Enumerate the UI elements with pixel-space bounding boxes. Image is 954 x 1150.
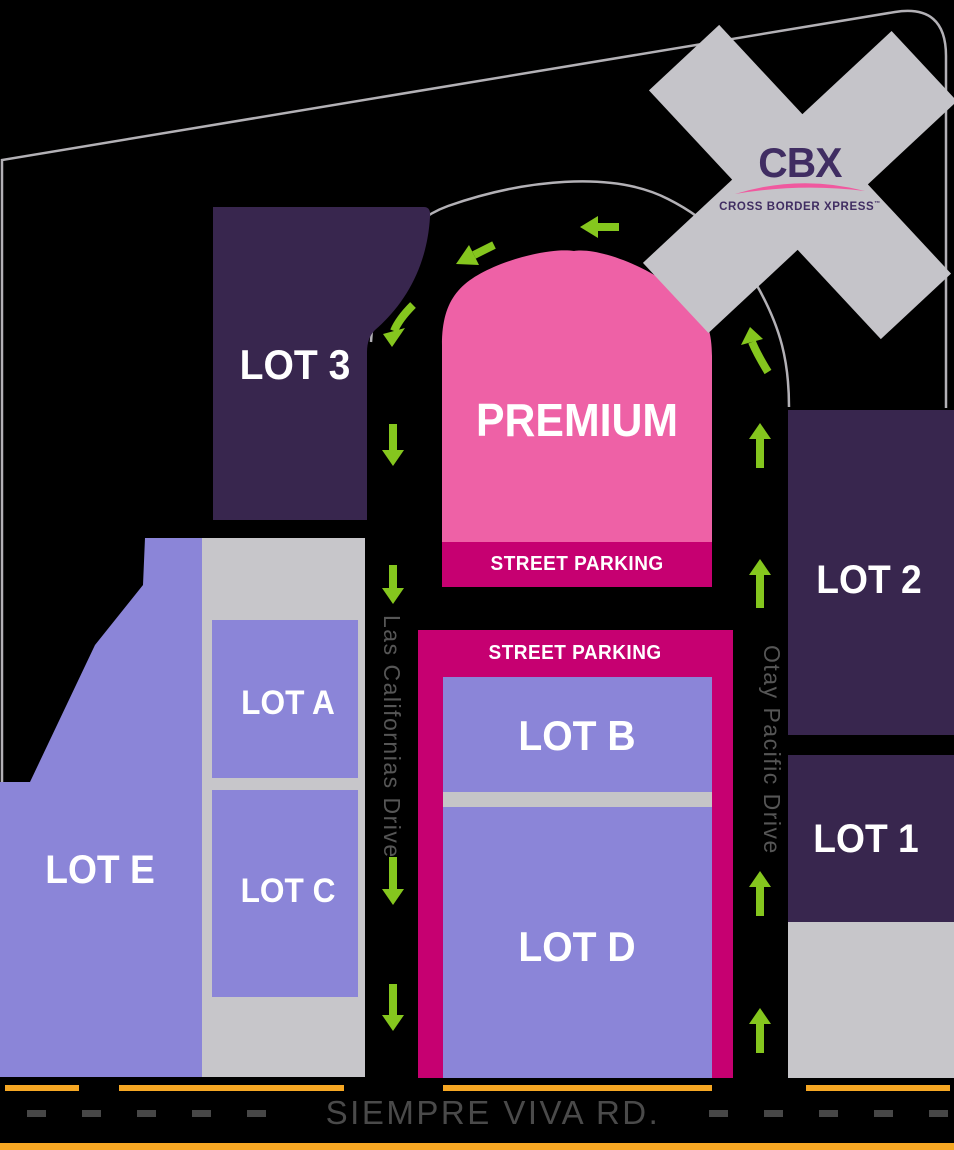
lot-1-label: LOT 1 <box>813 817 919 861</box>
lot-3-label: LOT 3 <box>239 341 351 388</box>
lot-bd-street-parking-band: STREET PARKING <box>418 630 733 677</box>
lot-c-shape <box>212 790 358 997</box>
lot-a-shape <box>212 620 358 778</box>
lot-bd-street-parking-label: STREET PARKING <box>488 642 663 664</box>
cbx-logo: CBX CROSS BORDER XPRESS™ <box>700 142 900 213</box>
lane-dashes-left <box>27 1110 266 1117</box>
lot-b-label: LOT B <box>518 712 636 759</box>
arrow-down-left-icon <box>472 241 496 259</box>
lot-bd-street-parking-box: STREET PARKING <box>418 630 733 1078</box>
lane-dash <box>874 1110 893 1117</box>
lane-dash <box>819 1110 838 1117</box>
lot-2-shape <box>788 410 954 735</box>
property-boundary-line <box>0 9 948 782</box>
cbx-logo-wordmark: CBX <box>758 139 842 186</box>
lot-b-shape <box>443 677 712 792</box>
cbx-logo-swoosh-icon <box>700 182 900 199</box>
road-label-otay-pacific: Otay Pacific Drive <box>759 645 785 855</box>
curb-line <box>443 1085 712 1091</box>
curb-line <box>119 1085 344 1091</box>
curb-line <box>806 1085 950 1091</box>
lane-dashes-right <box>709 1110 948 1117</box>
premium-street-parking-band: STREET PARKING <box>442 542 712 587</box>
lane-dash <box>137 1110 156 1117</box>
road-label-siempre-viva: SIEMPRE VIVA RD. <box>325 1094 661 1131</box>
arrow-shafts <box>389 223 772 1053</box>
lane-dash <box>27 1110 46 1117</box>
premium-lot-shape <box>442 250 712 542</box>
lot-e-shape <box>0 538 202 1077</box>
arrow-heads <box>382 216 771 1031</box>
trademark-symbol: ™ <box>874 201 881 207</box>
curb-line <box>5 1085 79 1091</box>
lane-dash <box>929 1110 948 1117</box>
lane-dash <box>709 1110 728 1117</box>
cbx-building-bar-2 <box>642 30 954 334</box>
lot-c-label: LOT C <box>240 872 336 910</box>
premium-label: PREMIUM <box>475 394 679 446</box>
lane-dash <box>192 1110 211 1117</box>
lot-d-label: LOT D <box>518 923 636 970</box>
lot-1-shape <box>788 755 954 922</box>
arrow-curve-down-icon <box>390 302 416 333</box>
arrow-curve-up-icon <box>748 340 772 375</box>
lane-dash <box>764 1110 783 1117</box>
lane-dash <box>82 1110 101 1117</box>
street-edge-line <box>0 1143 954 1150</box>
lot-e-label: LOT E <box>45 848 155 892</box>
lot-1-gray-pad <box>788 922 954 1078</box>
cbx-logo-tagline: CROSS BORDER XPRESS™ <box>719 200 881 213</box>
lot-bd-divider <box>443 792 712 807</box>
lot-2-label: LOT 2 <box>816 558 922 602</box>
road-label-las-californias: Las Californias Drive <box>379 615 405 859</box>
lot-3-shape <box>213 207 431 520</box>
lane-dash <box>247 1110 266 1117</box>
premium-street-parking-label: STREET PARKING <box>490 553 664 575</box>
lot-a-label: LOT A <box>241 684 335 722</box>
lot-d-shape <box>443 807 712 1078</box>
cbx-building <box>642 24 954 340</box>
